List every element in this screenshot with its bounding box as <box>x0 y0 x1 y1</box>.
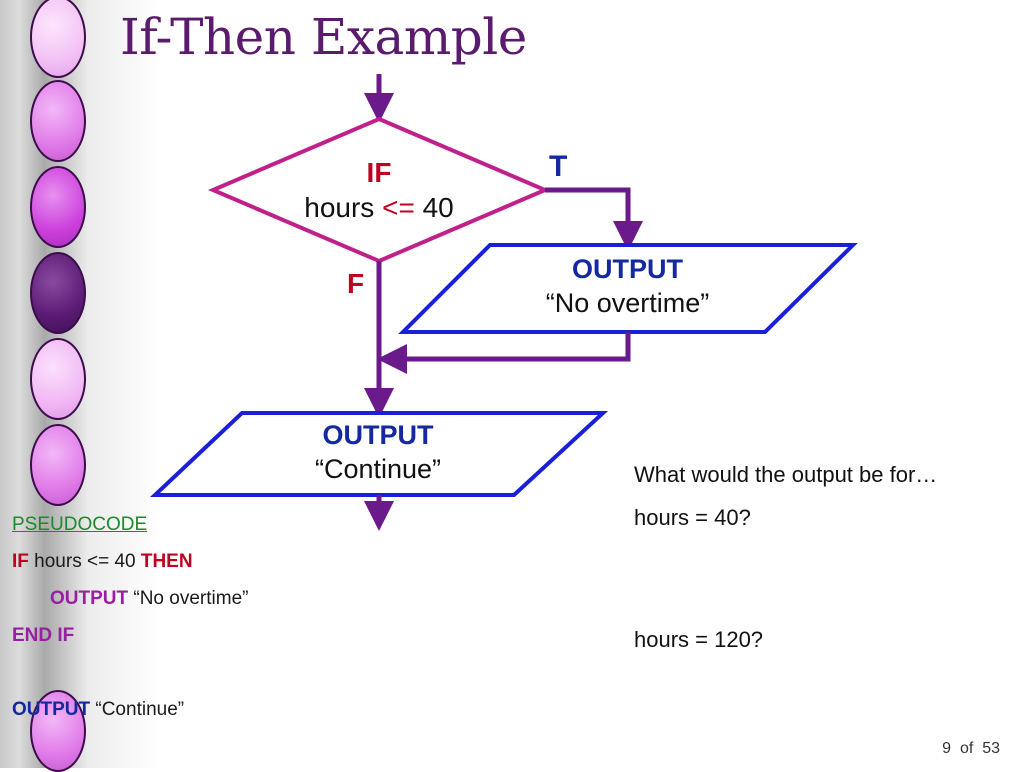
merge-arrow <box>377 332 631 374</box>
pseudocode-heading: PSEUDOCODE <box>12 514 148 535</box>
output-continue-shape <box>149 411 609 497</box>
page-of-label: of <box>959 740 974 757</box>
decorative-side-strip <box>0 0 160 772</box>
output-keyword: OUTPUT <box>50 588 129 609</box>
bead <box>30 80 86 162</box>
bead <box>30 690 86 772</box>
true-label: T <box>549 150 568 183</box>
page-total: 53 <box>982 740 1000 757</box>
page-number: 9 of 53 <box>942 740 1000 758</box>
question-hours-40: hours = 40? <box>634 505 751 530</box>
bead <box>30 0 86 78</box>
output-no-overtime-shape <box>398 243 858 334</box>
output-value: “No overtime” <box>545 287 710 318</box>
decision-variable: hours <box>304 192 375 223</box>
decision-value: 40 <box>422 192 454 223</box>
true-branch-arrow <box>545 187 643 251</box>
page-current: 9 <box>942 740 952 757</box>
if-keyword: IF <box>12 551 29 572</box>
bead <box>30 166 86 248</box>
slide-title: If-Then Example <box>120 8 527 66</box>
pseudocode-block: PSEUDOCODE IF hours <= 40 THEN OUTPUT “N… <box>12 512 352 734</box>
output-keyword: OUTPUT <box>322 420 434 450</box>
output-keyword: OUTPUT <box>572 254 683 284</box>
question-prompt: What would the output be for… <box>634 462 938 487</box>
condition-text: hours <= 40 <box>28 551 141 572</box>
false-label: F <box>347 268 365 299</box>
output-continue-text: OUTPUT “Continue” <box>243 419 513 487</box>
pseudocode-line: END IF <box>12 623 352 660</box>
bead <box>30 424 86 506</box>
then-keyword: THEN <box>140 551 193 572</box>
output-value: “No overtime” <box>128 588 249 609</box>
output-keyword: OUTPUT <box>12 699 91 720</box>
decision-operator: <= <box>382 192 415 223</box>
bead <box>30 338 86 420</box>
pseudocode-line: OUTPUT “No overtime” <box>12 586 352 623</box>
output-value: “Continue” <box>314 453 442 484</box>
end-if-keyword: END IF <box>12 625 75 646</box>
output-no-overtime-text: OUTPUT “No overtime” <box>490 253 765 321</box>
pseudocode-line: IF hours <= 40 THEN <box>12 549 352 586</box>
bead <box>30 252 86 334</box>
decision-keyword: IF <box>366 157 392 188</box>
pseudocode-blank-line <box>12 660 352 697</box>
question-hours-120: hours = 120? <box>634 627 764 652</box>
pseudocode-line: OUTPUT “Continue” <box>12 697 352 734</box>
decision-condition: hours <= 40 <box>269 190 489 225</box>
decision-text: IF hours <= 40 <box>269 155 489 225</box>
output-value: “Continue” <box>90 699 185 720</box>
